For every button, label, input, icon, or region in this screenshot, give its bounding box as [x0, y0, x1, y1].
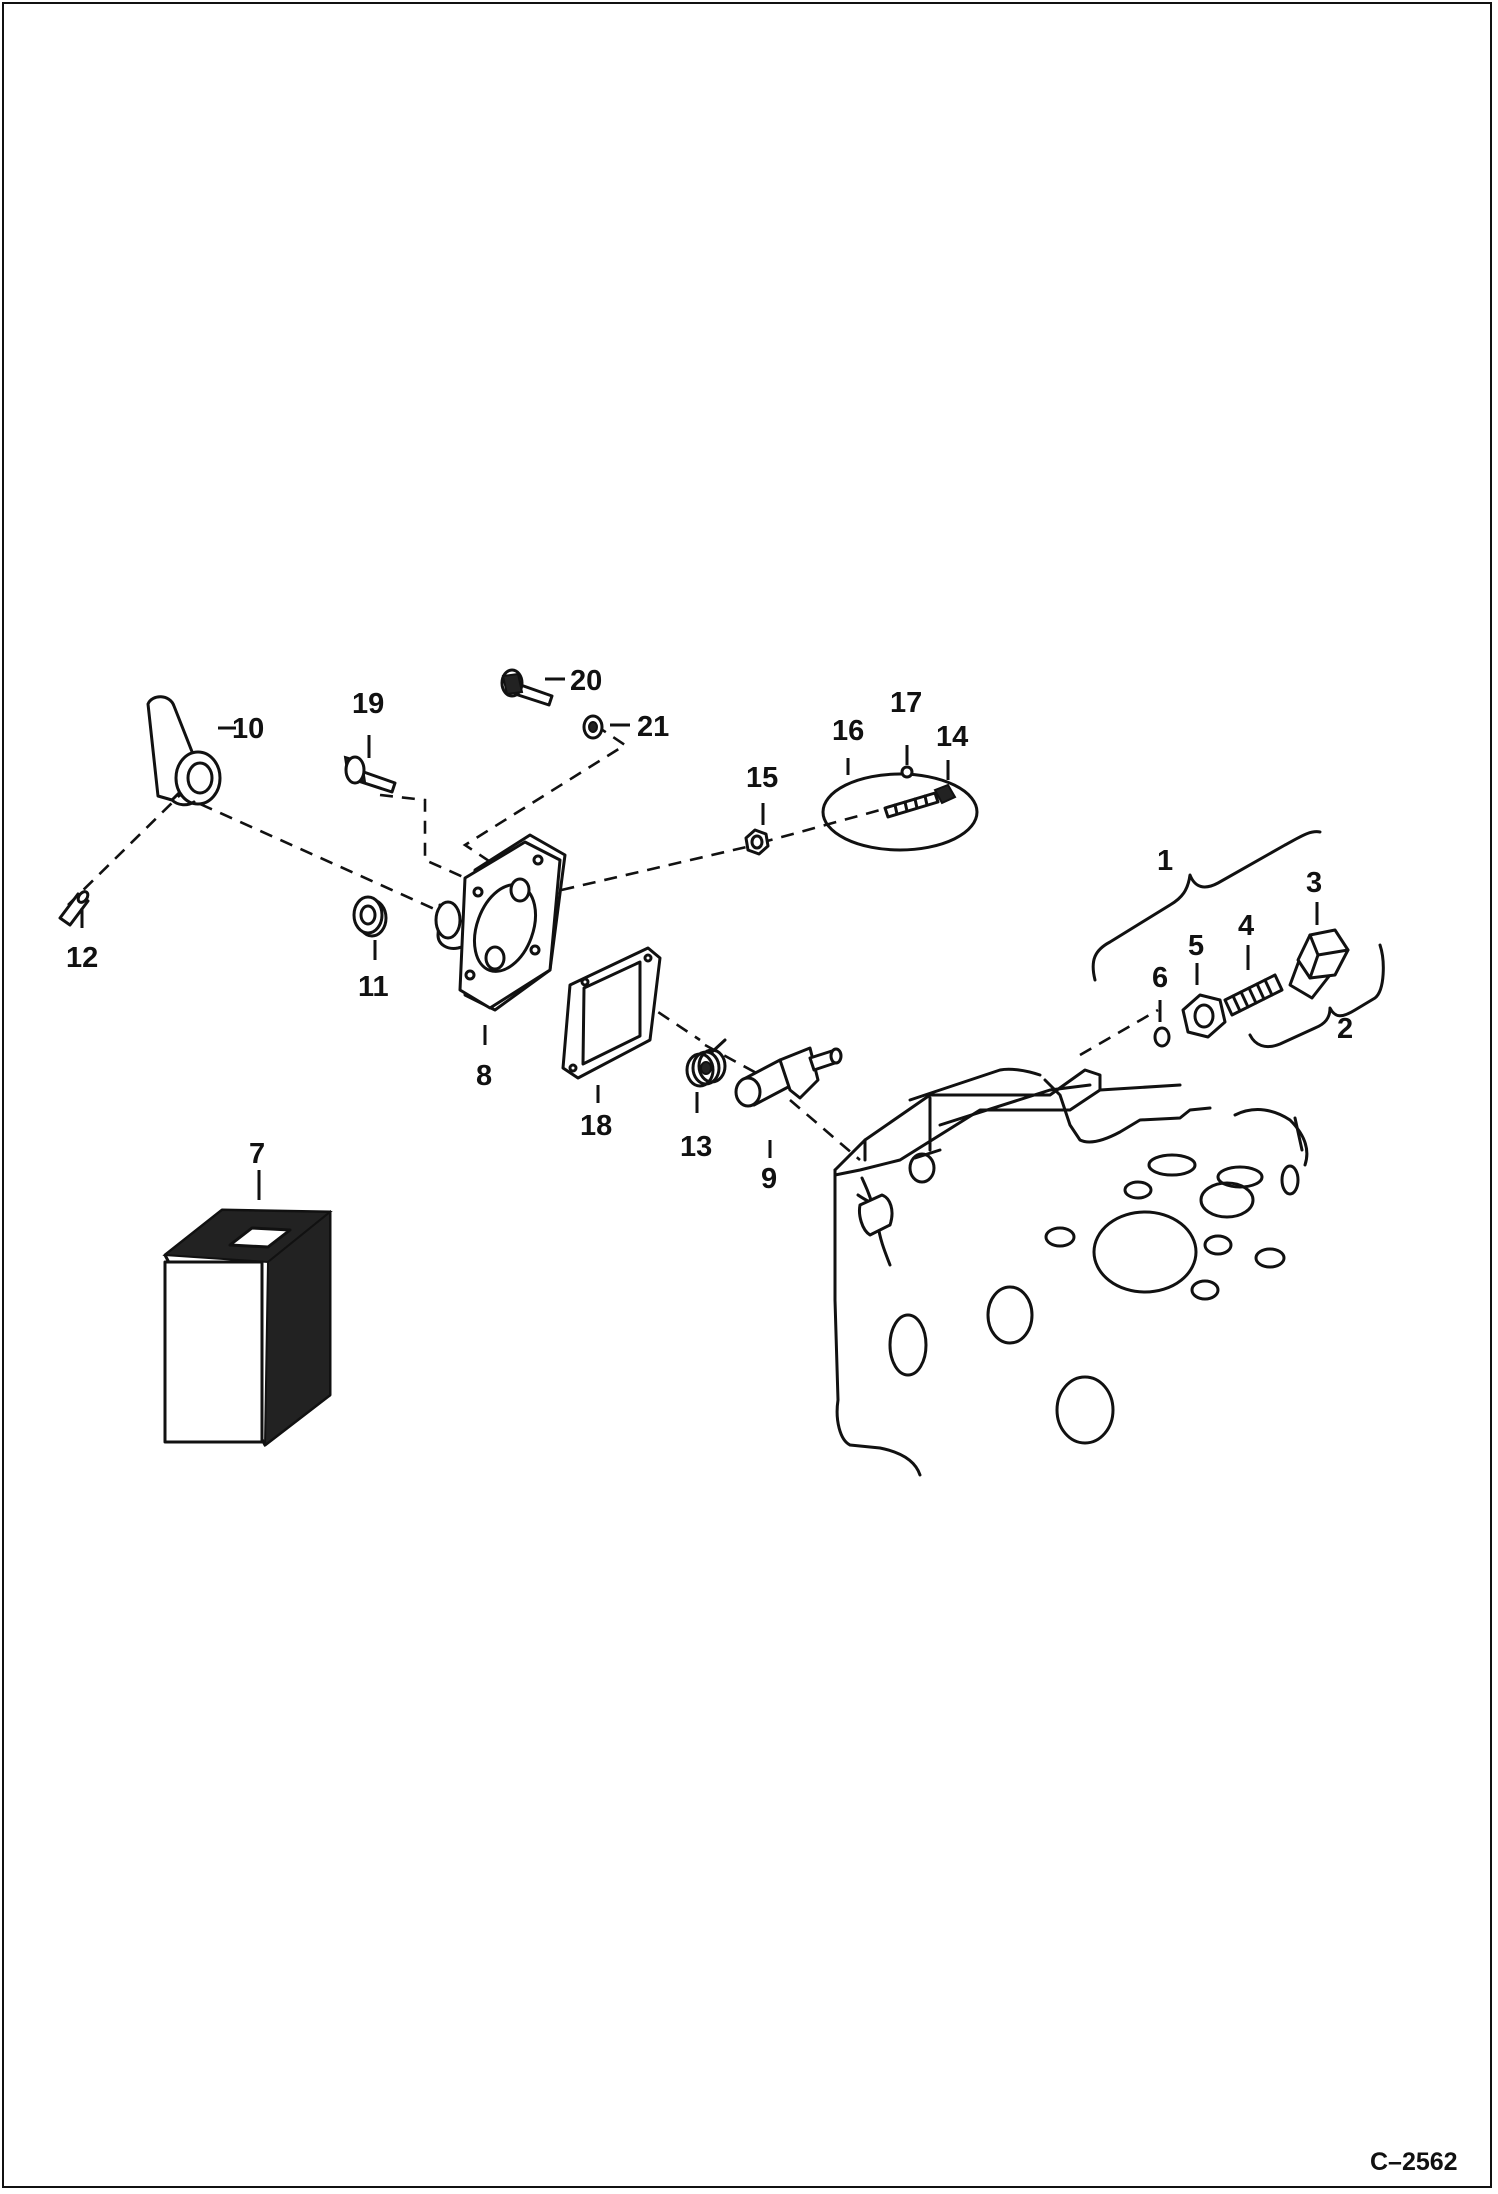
- callout-21: 21: [637, 711, 669, 743]
- threaded-rod-icon: [821, 745, 979, 852]
- bushing-icon: [352, 895, 388, 960]
- callout-5: 5: [1188, 930, 1204, 962]
- cover-plate-icon: [434, 833, 567, 1045]
- cap-nut-icon: [1181, 963, 1227, 1039]
- callout-12: 12: [66, 942, 98, 974]
- callout-4: 4: [1238, 910, 1254, 942]
- bolt-icon: [1288, 902, 1350, 1000]
- callout-14: 14: [936, 721, 968, 753]
- callout-15: 15: [746, 762, 778, 794]
- callout-18: 18: [580, 1110, 612, 1142]
- roll-pin-icon: [58, 890, 90, 928]
- engine-block-icon: [833, 1067, 1309, 1477]
- bolt-icon: [343, 735, 397, 794]
- gasket-icon: [561, 946, 662, 1103]
- callout-3: 3: [1306, 867, 1322, 899]
- callout-7: 7: [249, 1138, 265, 1170]
- bolt-icon: [500, 668, 565, 707]
- callout-9: 9: [761, 1163, 777, 1195]
- callout-20: 20: [570, 665, 602, 697]
- shutoff-lever-icon: [146, 695, 236, 807]
- assembly-lines: [67, 723, 1159, 1161]
- callout-17: 17: [890, 687, 922, 719]
- callout-2: 2: [1337, 1013, 1353, 1045]
- brace-group-2: [1248, 943, 1385, 1049]
- lock-washer-icon: [582, 714, 630, 740]
- solenoid-box-icon: [162, 1170, 333, 1448]
- callout-labels: 10 12 11 19 20 21 8 18 13 9 15 16 17 14 …: [66, 665, 1458, 2176]
- shaft-arm-icon: [734, 1046, 843, 1158]
- callout-16: 16: [832, 715, 864, 747]
- o-ring-icon: [1153, 1000, 1171, 1048]
- hex-nut-icon: [744, 803, 770, 856]
- callout-13: 13: [680, 1131, 712, 1163]
- callout-1: 1: [1157, 845, 1173, 877]
- callout-8: 8: [476, 1060, 492, 1092]
- figure-code: C–2562: [1370, 2148, 1458, 2176]
- torsion-spring-icon: [685, 1038, 727, 1113]
- brace-group-1: [1091, 830, 1322, 982]
- callout-6: 6: [1152, 962, 1168, 994]
- adjustment-screw-icon: [1223, 945, 1284, 1017]
- callout-10: 10: [232, 713, 264, 745]
- callout-19: 19: [352, 688, 384, 720]
- callout-11: 11: [358, 971, 389, 1003]
